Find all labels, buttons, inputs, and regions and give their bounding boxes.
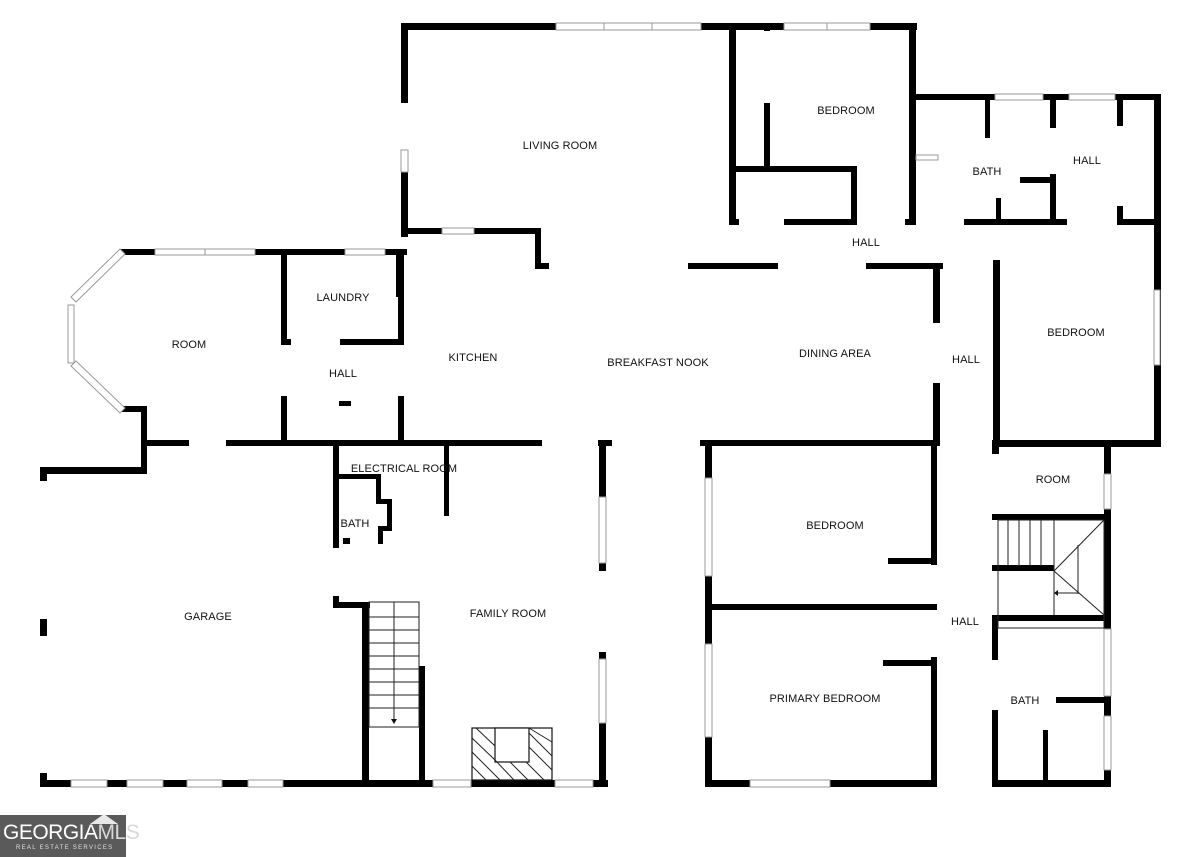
room-label-garage: GARAGE [184, 611, 232, 623]
room-label-family-room: FAMILY ROOM [470, 608, 546, 620]
staircase-family-room [368, 601, 420, 728]
room-label-hall-middle: HALL [952, 354, 980, 366]
room-label-room-east: ROOM [1036, 474, 1071, 486]
roof-icon [90, 814, 118, 824]
room-label-hall-south: HALL [951, 616, 979, 628]
room-label-electrical-room: ELECTRICAL ROOM [351, 463, 457, 475]
room-labels: LIVING ROOM BEDROOM BATH HALL HALL LAUND… [172, 105, 1105, 707]
logo-brand: GEORGIAMLS [3, 821, 140, 844]
logo-tagline: REAL ESTATE SERVICES [16, 845, 114, 851]
room-label-bath-small: BATH [341, 518, 370, 530]
logo-brand-light: MLS [97, 821, 140, 844]
room-label-dining-area: DINING AREA [799, 348, 872, 360]
walls [40, 23, 1161, 787]
room-label-room-west: ROOM [172, 339, 207, 351]
room-label-bath-north: BATH [973, 166, 1002, 178]
room-label-bath-southeast: BATH [1011, 695, 1040, 707]
room-label-bedroom-south: BEDROOM [806, 520, 864, 532]
room-label-living-room: LIVING ROOM [523, 140, 597, 152]
room-label-kitchen: KITCHEN [449, 352, 498, 364]
room-label-primary-bedroom: PRIMARY BEDROOM [769, 693, 880, 705]
room-label-bedroom-north: BEDROOM [817, 105, 875, 117]
room-label-hall-upper: HALL [852, 237, 880, 249]
room-label-bedroom-east: BEDROOM [1047, 327, 1105, 339]
windows [67, 22, 1161, 788]
fireplace [471, 727, 553, 781]
room-label-laundry: LAUNDRY [316, 292, 370, 304]
room-label-hall-northeast: HALL [1073, 155, 1101, 167]
georgia-mls-logo: GEORGIAMLS REAL ESTATE SERVICES [0, 814, 140, 857]
logo-brand-bold: GEORGIA [3, 821, 98, 844]
staircase-east [997, 519, 1105, 629]
room-label-breakfast-nook: BREAKFAST NOOK [607, 357, 709, 369]
room-label-hall-west: HALL [329, 368, 357, 380]
